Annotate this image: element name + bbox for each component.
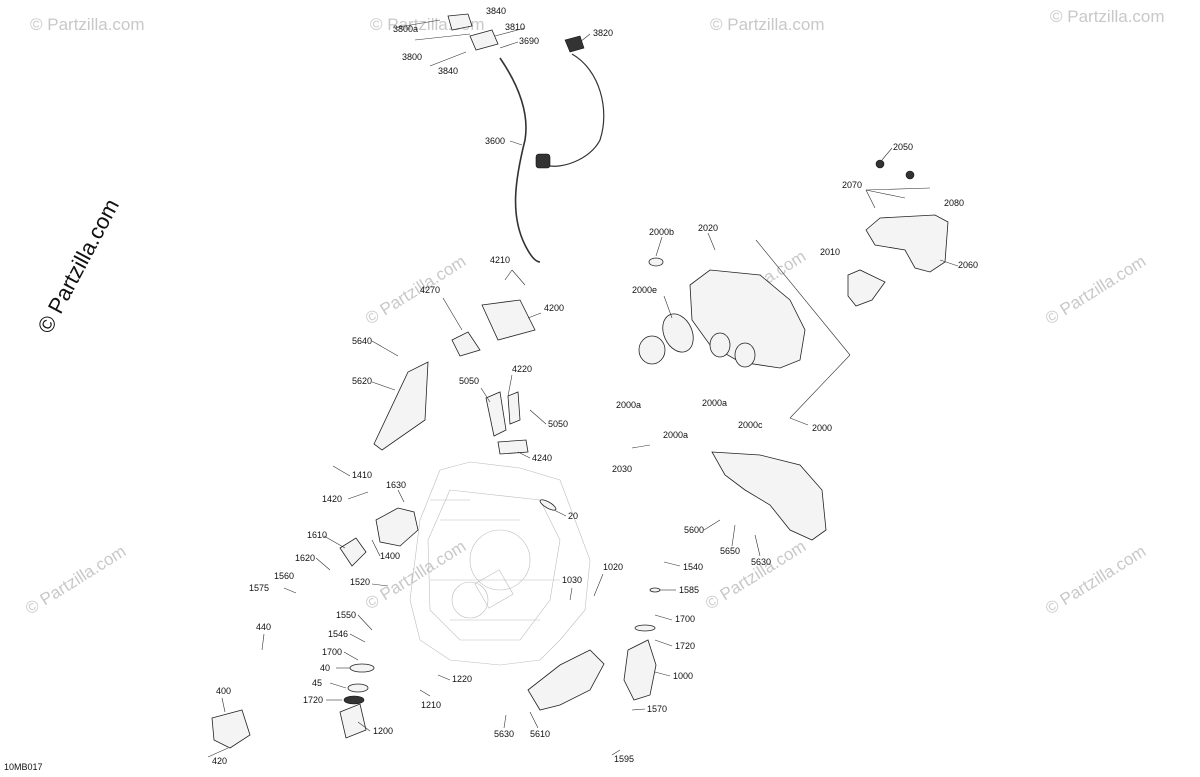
callout-label: 2070 [842, 180, 862, 190]
callout-label: 1220 [452, 674, 472, 684]
callout-label: 2010 [820, 247, 840, 257]
callout-label: 5620 [352, 376, 372, 386]
callout-label: 1720 [675, 641, 695, 651]
callout-label: 1210 [421, 700, 441, 710]
callout-label: 2080 [944, 198, 964, 208]
callout-label: 1400 [380, 551, 400, 561]
callout-label: 2000a [702, 398, 727, 408]
watermark: © Partzilla.com [362, 537, 469, 614]
callout-label: 20 [568, 511, 578, 521]
callout-label: 3840 [486, 6, 506, 16]
left-cover-panel [373, 361, 429, 451]
callout-label: 1700 [675, 614, 695, 624]
callout-label: 1620 [295, 553, 315, 563]
callout-label: 1410 [352, 470, 372, 480]
callout-labels: 3840 3800a 3810 3690 3820 3800 3840 3600… [212, 6, 978, 766]
callout-label: 2000 [812, 423, 832, 433]
engine-mount-left [339, 499, 557, 567]
callout-label: 1540 [683, 562, 703, 572]
callout-label: 45 [312, 678, 322, 688]
callout-label: 1570 [647, 704, 667, 714]
callout-label: 4270 [420, 285, 440, 295]
callout-label: 1610 [307, 530, 327, 540]
callout-label: 4220 [512, 364, 532, 374]
callout-label: 1560 [274, 571, 294, 581]
callout-label: 3840 [438, 66, 458, 76]
callout-label: 5610 [530, 729, 550, 739]
callout-label: 1630 [386, 480, 406, 490]
leader-lines [207, 19, 959, 758]
ecm-module [451, 299, 536, 357]
watermark: © Partzilla.com [22, 542, 129, 619]
callout-label: 5050 [548, 419, 568, 429]
engine-mount-lower-left [211, 663, 375, 749]
callout-label: 2020 [698, 223, 718, 233]
brand-watermark: © Partzilla.com [32, 195, 124, 338]
watermark: © Partzilla.com [702, 537, 809, 614]
callout-label: 1575 [249, 583, 269, 593]
callout-label: 2000a [663, 430, 688, 440]
engine-outline [409, 461, 591, 666]
callout-label: 3800a [393, 24, 418, 34]
callout-label: 3820 [593, 28, 613, 38]
callout-label: 2030 [612, 464, 632, 474]
callout-label: 4210 [490, 255, 510, 265]
callout-label: 1595 [614, 754, 634, 764]
callout-label: 1720 [303, 695, 323, 705]
callout-label: 1546 [328, 629, 348, 639]
callout-label: 1200 [373, 726, 393, 736]
sensor-bracket [485, 391, 529, 455]
callout-label: 1000 [673, 671, 693, 681]
callout-label: 1520 [350, 577, 370, 587]
callout-label: 1420 [322, 494, 342, 504]
callout-label: 4240 [532, 453, 552, 463]
callout-label: 5630 [494, 729, 514, 739]
callout-label: 2050 [893, 142, 913, 152]
callout-label: 440 [256, 622, 271, 632]
watermark: © Partzilla.com [362, 252, 469, 329]
mount-bracket-assembly [847, 159, 949, 307]
lower-shield [527, 587, 661, 711]
callout-label: 420 [212, 756, 227, 766]
callout-label: 2000c [738, 420, 763, 430]
watermark: © Partzilla.com [710, 15, 825, 34]
air-intake-housing [638, 257, 806, 369]
heat-shield [711, 451, 827, 541]
watermark: © Partzilla.com [1050, 7, 1165, 26]
watermark-layer: © Partzilla.com © Partzilla.com © Partzi… [22, 7, 1165, 618]
callout-label: 5600 [684, 525, 704, 535]
callout-label: 3600 [485, 136, 505, 146]
callout-label: 1585 [679, 585, 699, 595]
callout-label: 3800 [402, 52, 422, 62]
callout-label: 1030 [562, 575, 582, 585]
callout-label: 3810 [505, 22, 525, 32]
callout-label: 5640 [352, 336, 372, 346]
callout-label: 1020 [603, 562, 623, 572]
callout-label: 1700 [322, 647, 342, 657]
callout-label: 2000b [649, 227, 674, 237]
callout-label: 40 [320, 663, 330, 673]
callout-label: 5650 [720, 546, 740, 556]
throttle-cable-assembly [447, 13, 605, 263]
callout-label: 3690 [519, 36, 539, 46]
callout-label: 2000a [616, 400, 641, 410]
watermark: © Partzilla.com [30, 15, 145, 34]
callout-label: 2060 [958, 260, 978, 270]
watermark: © Partzilla.com [1042, 542, 1149, 619]
watermark: © Partzilla.com [1042, 252, 1149, 329]
callout-label: 4200 [544, 303, 564, 313]
callout-label: 400 [216, 686, 231, 696]
callout-label: 1550 [336, 610, 356, 620]
diagram-code: 10MB017 [4, 762, 43, 772]
callout-label: 5050 [459, 376, 479, 386]
callout-label: 5630 [751, 557, 771, 567]
callout-label: 2000e [632, 285, 657, 295]
